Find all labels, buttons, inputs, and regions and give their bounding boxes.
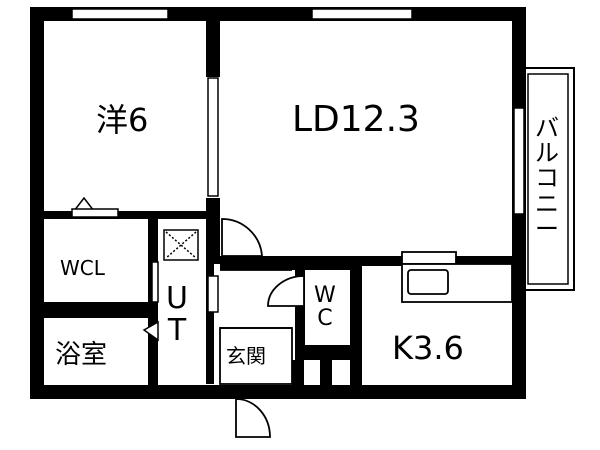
balcony	[521, 67, 575, 291]
kitchen-counter	[401, 251, 513, 303]
toilet-letter-2: C	[317, 306, 333, 332]
windows	[71, 8, 525, 313]
balcony-char-4: ニ	[535, 189, 559, 218]
doors	[221, 218, 305, 438]
entrance-floor	[219, 269, 293, 385]
room-label-bathroom: 浴室	[55, 340, 108, 370]
utility-letter-1: U	[166, 281, 188, 316]
balcony-char-2: ル	[535, 139, 559, 168]
balcony-char-3: コ	[535, 164, 559, 193]
room-label-western: 洋6	[96, 101, 149, 139]
balcony-char-5: ー	[535, 214, 559, 243]
room-label-toilet: W C	[314, 284, 336, 330]
balcony-char-1: バ	[535, 114, 559, 142]
room-label-entrance: 玄関	[226, 344, 266, 368]
room-label-kitchen: K3.6	[392, 329, 464, 367]
room-label-balcony: バ ル コ ニ ー	[535, 114, 559, 243]
room-label-utility: U T	[166, 283, 188, 346]
utility-letter-2: T	[167, 312, 187, 348]
washer-pan-icon	[163, 229, 199, 261]
room-label-wcl: WCL	[60, 256, 105, 280]
markers	[71, 196, 159, 342]
room-label-living-dining: LD12.3	[292, 99, 420, 140]
toilet-letter-1: W	[314, 283, 336, 308]
